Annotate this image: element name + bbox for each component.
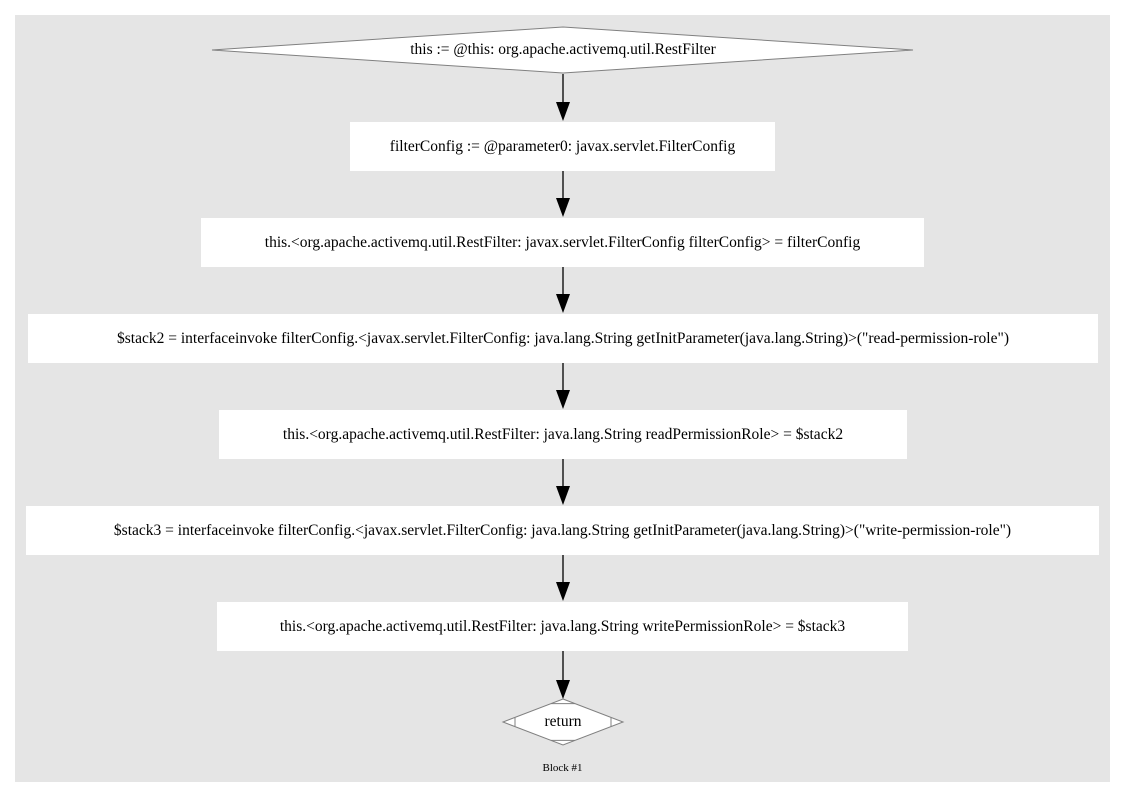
node-readpermission-store: this.<org.apache.activemq.util.RestFilte…	[219, 410, 907, 459]
cluster-label: Block #1	[542, 762, 583, 774]
node-filterconfig-field-store: this.<org.apache.activemq.util.RestFilte…	[201, 218, 924, 267]
node-filterconfig-assign: filterConfig := @parameter0: javax.servl…	[350, 122, 775, 171]
node-writepermission-store: this.<org.apache.activemq.util.RestFilte…	[217, 602, 908, 651]
node-return-label: return	[544, 713, 582, 730]
node-stack2-invoke: $stack2 = interfaceinvoke filterConfig.<…	[28, 314, 1098, 363]
node-stack3-invoke: $stack3 = interfaceinvoke filterConfig.<…	[26, 506, 1099, 555]
node-start-label: this := @this: org.apache.activemq.util.…	[410, 41, 716, 58]
